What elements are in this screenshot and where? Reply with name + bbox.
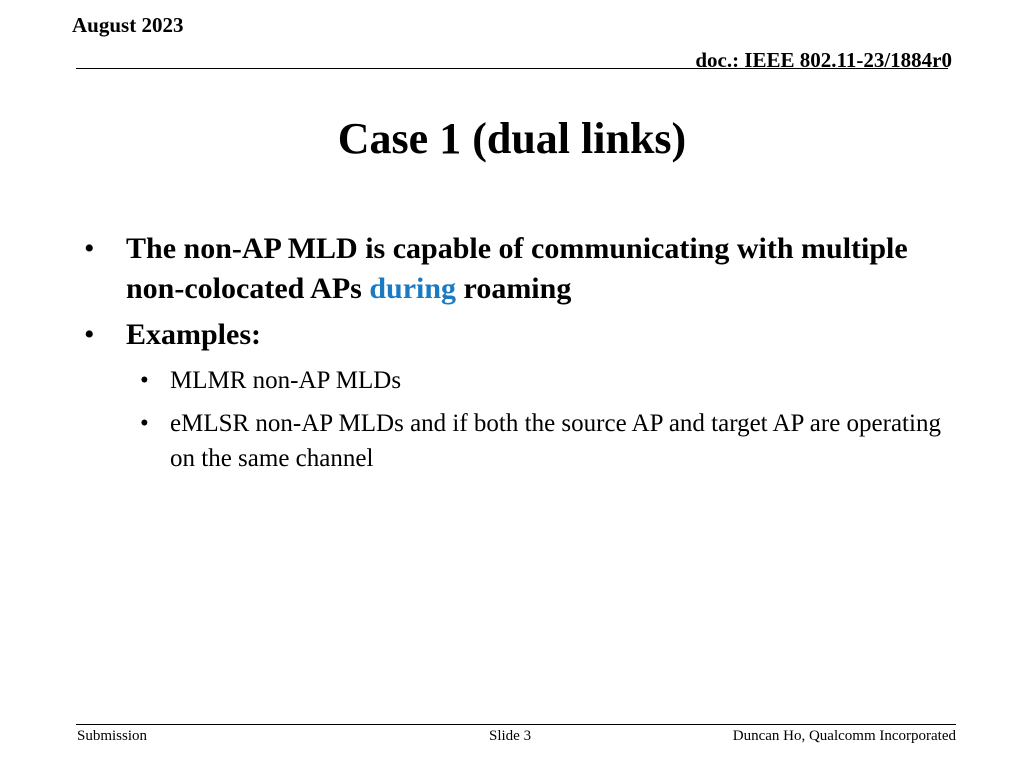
bullet-text: Examples: [126, 318, 261, 351]
sub-bullet-text: MLMR non-AP MLDs [170, 367, 402, 394]
sub-bullet-item: • MLMR non-AP MLDs [126, 363, 944, 398]
bullet-icon: • [140, 367, 149, 394]
header-doc-id: doc.: IEEE 802.11-23/1884r0 [695, 48, 952, 72]
slide-title: Case 1 (dual links) [337, 114, 687, 163]
bullet-item: • Examples: [84, 315, 944, 355]
header-date: August 2023 [72, 13, 184, 37]
bullet-item: • The non-AP MLD is capable of communica… [84, 229, 944, 309]
bullet-icon: • [140, 410, 149, 437]
highlight-text: during [369, 272, 457, 305]
bullet-text-tail: roaming [463, 272, 572, 305]
slide-body: • The non-AP MLD is capable of communica… [84, 229, 944, 476]
bullet-icon: • [84, 232, 95, 265]
footer-slide-number: Slide 3 [489, 728, 532, 744]
footer-author: Duncan Ho, Qualcomm Incorporated [732, 728, 956, 744]
bullet-text: The non-AP MLD is capable of communicati… [126, 232, 908, 305]
header-divider [76, 68, 948, 69]
footer-submission: Submission [77, 728, 148, 744]
footer-divider [76, 724, 956, 725]
sub-bullet-text: eMLSR non-AP MLDs and if both the source… [170, 410, 941, 472]
bullet-icon: • [84, 318, 95, 351]
sub-bullet-item: • eMLSR non-AP MLDs and if both the sour… [126, 406, 944, 476]
